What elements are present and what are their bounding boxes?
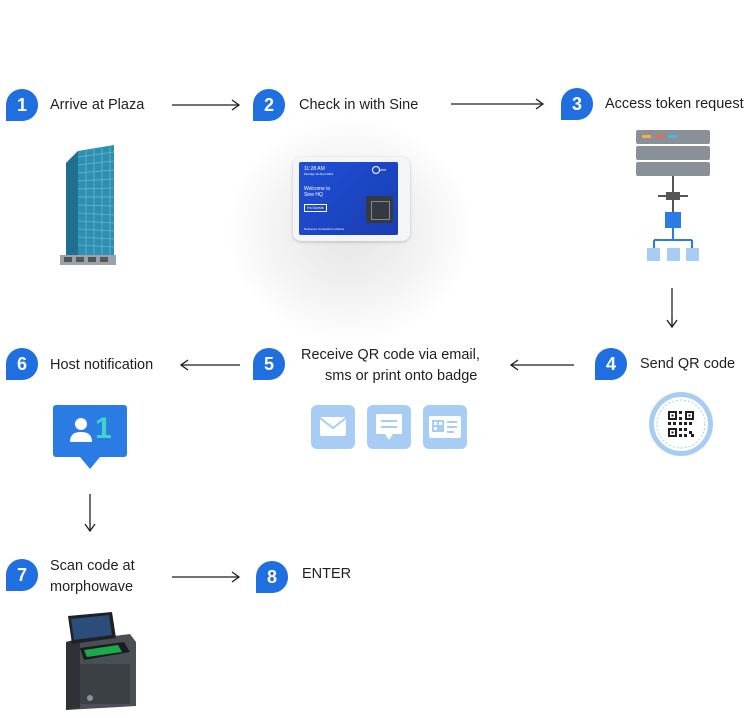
tablet-footer: Deliveries Contractors Visitors xyxy=(304,227,345,231)
tablet-time: 11:28 AM xyxy=(304,166,325,172)
email-option xyxy=(311,405,355,449)
sms-option xyxy=(367,405,411,449)
step-2-number: 2 xyxy=(263,95,274,115)
step-8-label: ENTER xyxy=(302,566,352,582)
step-5-label-line1: Receive QR code via email, xyxy=(301,347,480,363)
step-6-number: 6 xyxy=(16,354,27,374)
sine-checkin-tablet: 11:28 AM Monday 10 April 2023 sine Welco… xyxy=(293,157,410,241)
server-network-icon xyxy=(636,130,710,261)
arrow-6-to-7 xyxy=(84,494,96,533)
tablet-date: Monday 10 April 2023 xyxy=(304,172,334,176)
id-badge-icon xyxy=(429,416,461,438)
step-5-badge: 5 xyxy=(252,347,286,381)
step-1-badge: 1 xyxy=(5,88,39,122)
step-7-badge: 7 xyxy=(5,558,39,592)
step-3-badge: 3 xyxy=(560,87,594,121)
arrow-4-to-5 xyxy=(510,359,574,371)
step-6-label: Host notification xyxy=(50,357,154,373)
qr-scanner-icon xyxy=(366,196,393,223)
arrow-7-to-8 xyxy=(172,571,241,583)
step-8-number: 8 xyxy=(266,567,277,587)
host-notification-icon xyxy=(53,405,127,469)
step-6-badge: 6 xyxy=(5,347,39,381)
notification-count: 1 xyxy=(95,412,112,445)
step-7-label-line1: Scan code at xyxy=(50,558,135,574)
sine-logo-icon xyxy=(372,166,380,174)
tablet-welcome-line2: Sine HQ xyxy=(304,192,323,198)
step-7-number: 7 xyxy=(16,565,27,585)
email-icon xyxy=(319,417,347,436)
morphowave-scanner-icon xyxy=(66,612,136,710)
tablet-guest-button[interactable]: I'm Guests xyxy=(304,204,327,212)
step-3-label: Access token request xyxy=(605,96,744,112)
step-7-label-line2: morphowave xyxy=(50,579,134,595)
step-1-label: Arrive at Plaza xyxy=(50,97,145,113)
tablet-welcome-line1: Welcome to xyxy=(304,186,331,192)
step-4-number: 4 xyxy=(605,354,616,374)
arrow-2-to-3 xyxy=(451,98,545,110)
step-2-badge: 2 xyxy=(252,88,286,122)
step-3-number: 3 xyxy=(571,94,582,114)
tablet-screen: 11:28 AM Monday 10 April 2023 sine Welco… xyxy=(299,162,398,235)
building-icon xyxy=(60,145,116,265)
arrow-5-to-6 xyxy=(180,359,240,371)
step-2-label: Check in with Sine xyxy=(299,97,419,113)
arrow-3-to-4 xyxy=(666,288,678,329)
step-8-badge: 8 xyxy=(255,560,289,594)
badge-print-option xyxy=(423,405,467,449)
qr-code-icon xyxy=(649,392,713,456)
sms-icon xyxy=(376,414,402,440)
step-1-number: 1 xyxy=(16,95,27,115)
tablet-brand: sine xyxy=(379,167,387,172)
step-5-label-line2: sms or print onto badge xyxy=(325,368,478,384)
step-4-label: Send QR code xyxy=(640,356,736,372)
step-4-badge: 4 xyxy=(594,347,628,381)
step-5-number: 5 xyxy=(263,354,274,374)
arrow-1-to-2 xyxy=(172,99,241,111)
